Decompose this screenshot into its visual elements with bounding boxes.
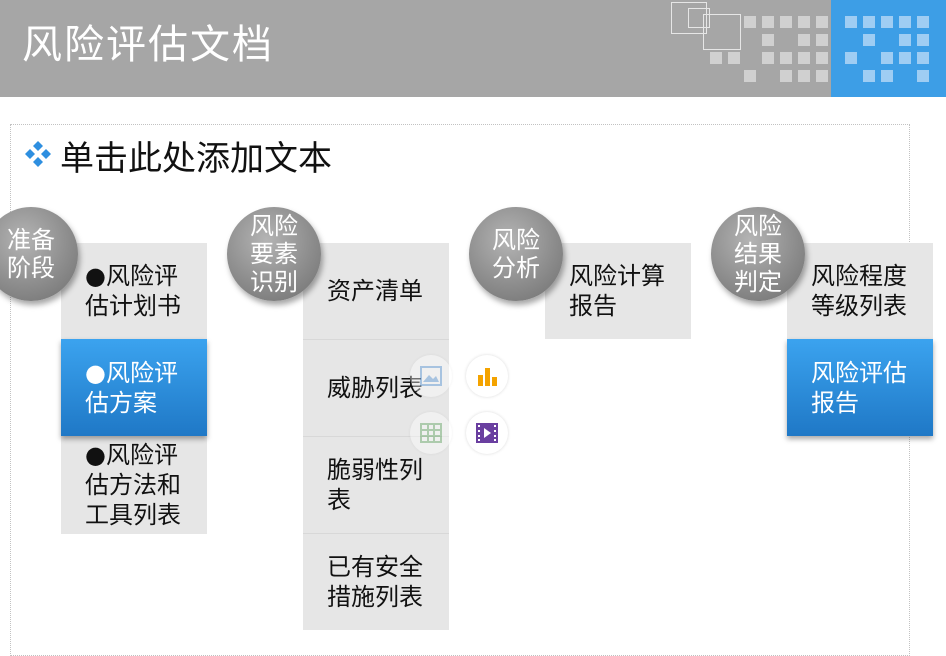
decor-square: [863, 16, 875, 28]
stage-circle-analysis[interactable]: 风险 分析: [469, 207, 563, 301]
insert-picture-button[interactable]: [410, 355, 452, 397]
stage1-item[interactable]: ●风险评 估计划书: [61, 243, 207, 339]
decor-square: [710, 52, 722, 64]
page-title: 风险评估文档: [22, 22, 274, 68]
decor-square: [744, 70, 756, 82]
decor-square: [899, 52, 911, 64]
stage3-item[interactable]: 风险计算 报告: [545, 243, 691, 339]
stage2-item[interactable]: 已有安全 措施列表: [303, 533, 449, 630]
decor-square: [798, 16, 810, 28]
decor-square: [744, 16, 756, 28]
decor-square: [863, 70, 875, 82]
stage-circle-identify[interactable]: 风险 要素 识别: [227, 207, 321, 301]
stage2-item[interactable]: 威胁列表: [303, 339, 449, 436]
decor-square: [816, 70, 828, 82]
stage-circle-prepare[interactable]: 准备 阶段: [0, 207, 78, 301]
decor-square: [798, 34, 810, 46]
decor-square: [728, 52, 740, 64]
decor-square: [780, 16, 792, 28]
decor-square: [798, 52, 810, 64]
slide-header: 风险评估文档: [0, 0, 946, 97]
decor-square: [881, 70, 893, 82]
header-accent-block: [831, 0, 946, 97]
decor-outline-square: [688, 8, 710, 28]
table-icon: [420, 423, 442, 443]
decor-square: [762, 52, 774, 64]
decor-square: [845, 16, 857, 28]
insert-chart-button[interactable]: [466, 355, 508, 397]
decor-square: [881, 52, 893, 64]
decor-square: [798, 70, 810, 82]
insert-video-button[interactable]: [466, 412, 508, 454]
decor-square: [863, 34, 875, 46]
decor-square: [780, 52, 792, 64]
decor-outline-square: [703, 14, 741, 50]
stage2-item[interactable]: 资产清单: [303, 243, 449, 339]
stage-circle-result[interactable]: 风险 结果 判定: [711, 207, 805, 301]
chart-icon: [478, 368, 497, 386]
stage4-item[interactable]: 风险程度 等级列表: [787, 243, 933, 339]
decor-outline-square: [671, 2, 707, 34]
decor-square: [816, 52, 828, 64]
content-placeholder-text[interactable]: 单击此处添加文本: [60, 139, 332, 179]
decor-square: [917, 34, 929, 46]
decor-square: [899, 16, 911, 28]
insert-table-button[interactable]: [410, 412, 452, 454]
decor-square: [845, 52, 857, 64]
stage4-item-highlighted[interactable]: 风险评估 报告: [787, 339, 933, 436]
decor-square: [816, 34, 828, 46]
picture-icon: [420, 366, 442, 386]
stage1-item[interactable]: ●风险评 估方法和 工具列表: [61, 436, 207, 534]
decor-square: [762, 16, 774, 28]
decor-square: [881, 16, 893, 28]
diamond-bullet-icon: [25, 141, 51, 167]
decor-square: [917, 70, 929, 82]
decor-square: [917, 52, 929, 64]
decor-square: [899, 34, 911, 46]
decor-square: [762, 34, 774, 46]
video-icon: [476, 423, 498, 443]
decor-square: [780, 70, 792, 82]
decor-square: [917, 16, 929, 28]
stage1-item-highlighted[interactable]: ●风险评 估方案: [61, 339, 207, 436]
stage2-item[interactable]: 脆弱性列 表: [303, 436, 449, 533]
decor-square: [816, 16, 828, 28]
